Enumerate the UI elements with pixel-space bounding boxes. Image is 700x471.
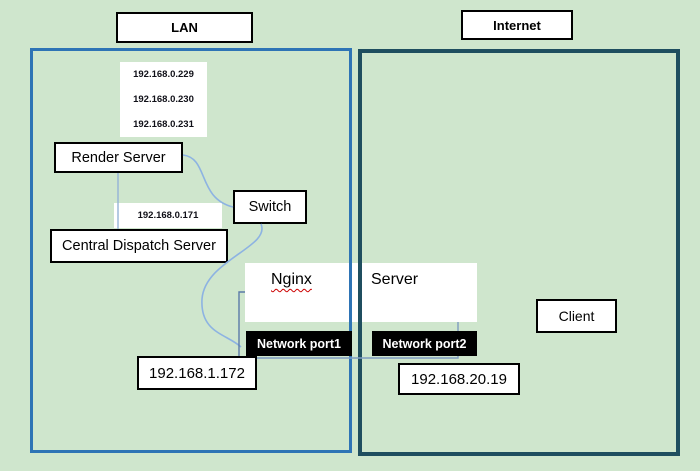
render-server-label: Render Server <box>71 149 166 166</box>
lan-region-rect <box>30 48 352 453</box>
render-ip-3: 192.168.0.231 <box>133 119 194 130</box>
internet-title-box: Internet <box>461 10 573 40</box>
lan-title: LAN <box>171 20 198 35</box>
lan-title-box: LAN <box>116 12 253 43</box>
server-ip-box: 192.168.20.19 <box>398 363 520 395</box>
network-port1-label: Network port1 <box>256 336 342 351</box>
internet-title: Internet <box>493 17 541 33</box>
dispatch-ip-label: 192.168.0.171 <box>137 210 199 221</box>
nginx-ip-label: 192.168.1.172 <box>149 364 245 382</box>
network-port1-box: Network port1 <box>246 331 352 356</box>
render-ip-list: 192.168.0.229 192.168.0.230 192.168.0.23… <box>120 62 207 137</box>
central-dispatch-label: Central Dispatch Server <box>62 238 216 254</box>
client-box: Client <box>536 299 617 333</box>
render-ip-2: 192.168.0.230 <box>133 94 194 105</box>
nginx-ip-box: 192.168.1.172 <box>137 356 257 390</box>
network-port2-box: Network port2 <box>372 331 477 356</box>
render-server-box: Render Server <box>54 142 183 173</box>
dispatch-ip-box: 192.168.0.171 <box>114 203 222 228</box>
server-label: Server <box>371 271 419 288</box>
switch-label: Switch <box>248 199 292 215</box>
internet-region-rect <box>358 49 680 456</box>
network-port2-label: Network port2 <box>382 336 467 351</box>
central-dispatch-box: Central Dispatch Server <box>50 229 228 263</box>
render-ip-1: 192.168.0.229 <box>133 69 194 80</box>
client-label: Client <box>558 308 595 324</box>
server-ip-label: 192.168.20.19 <box>411 370 507 388</box>
switch-box: Switch <box>233 190 307 224</box>
nginx-label: Nginx <box>271 271 312 288</box>
